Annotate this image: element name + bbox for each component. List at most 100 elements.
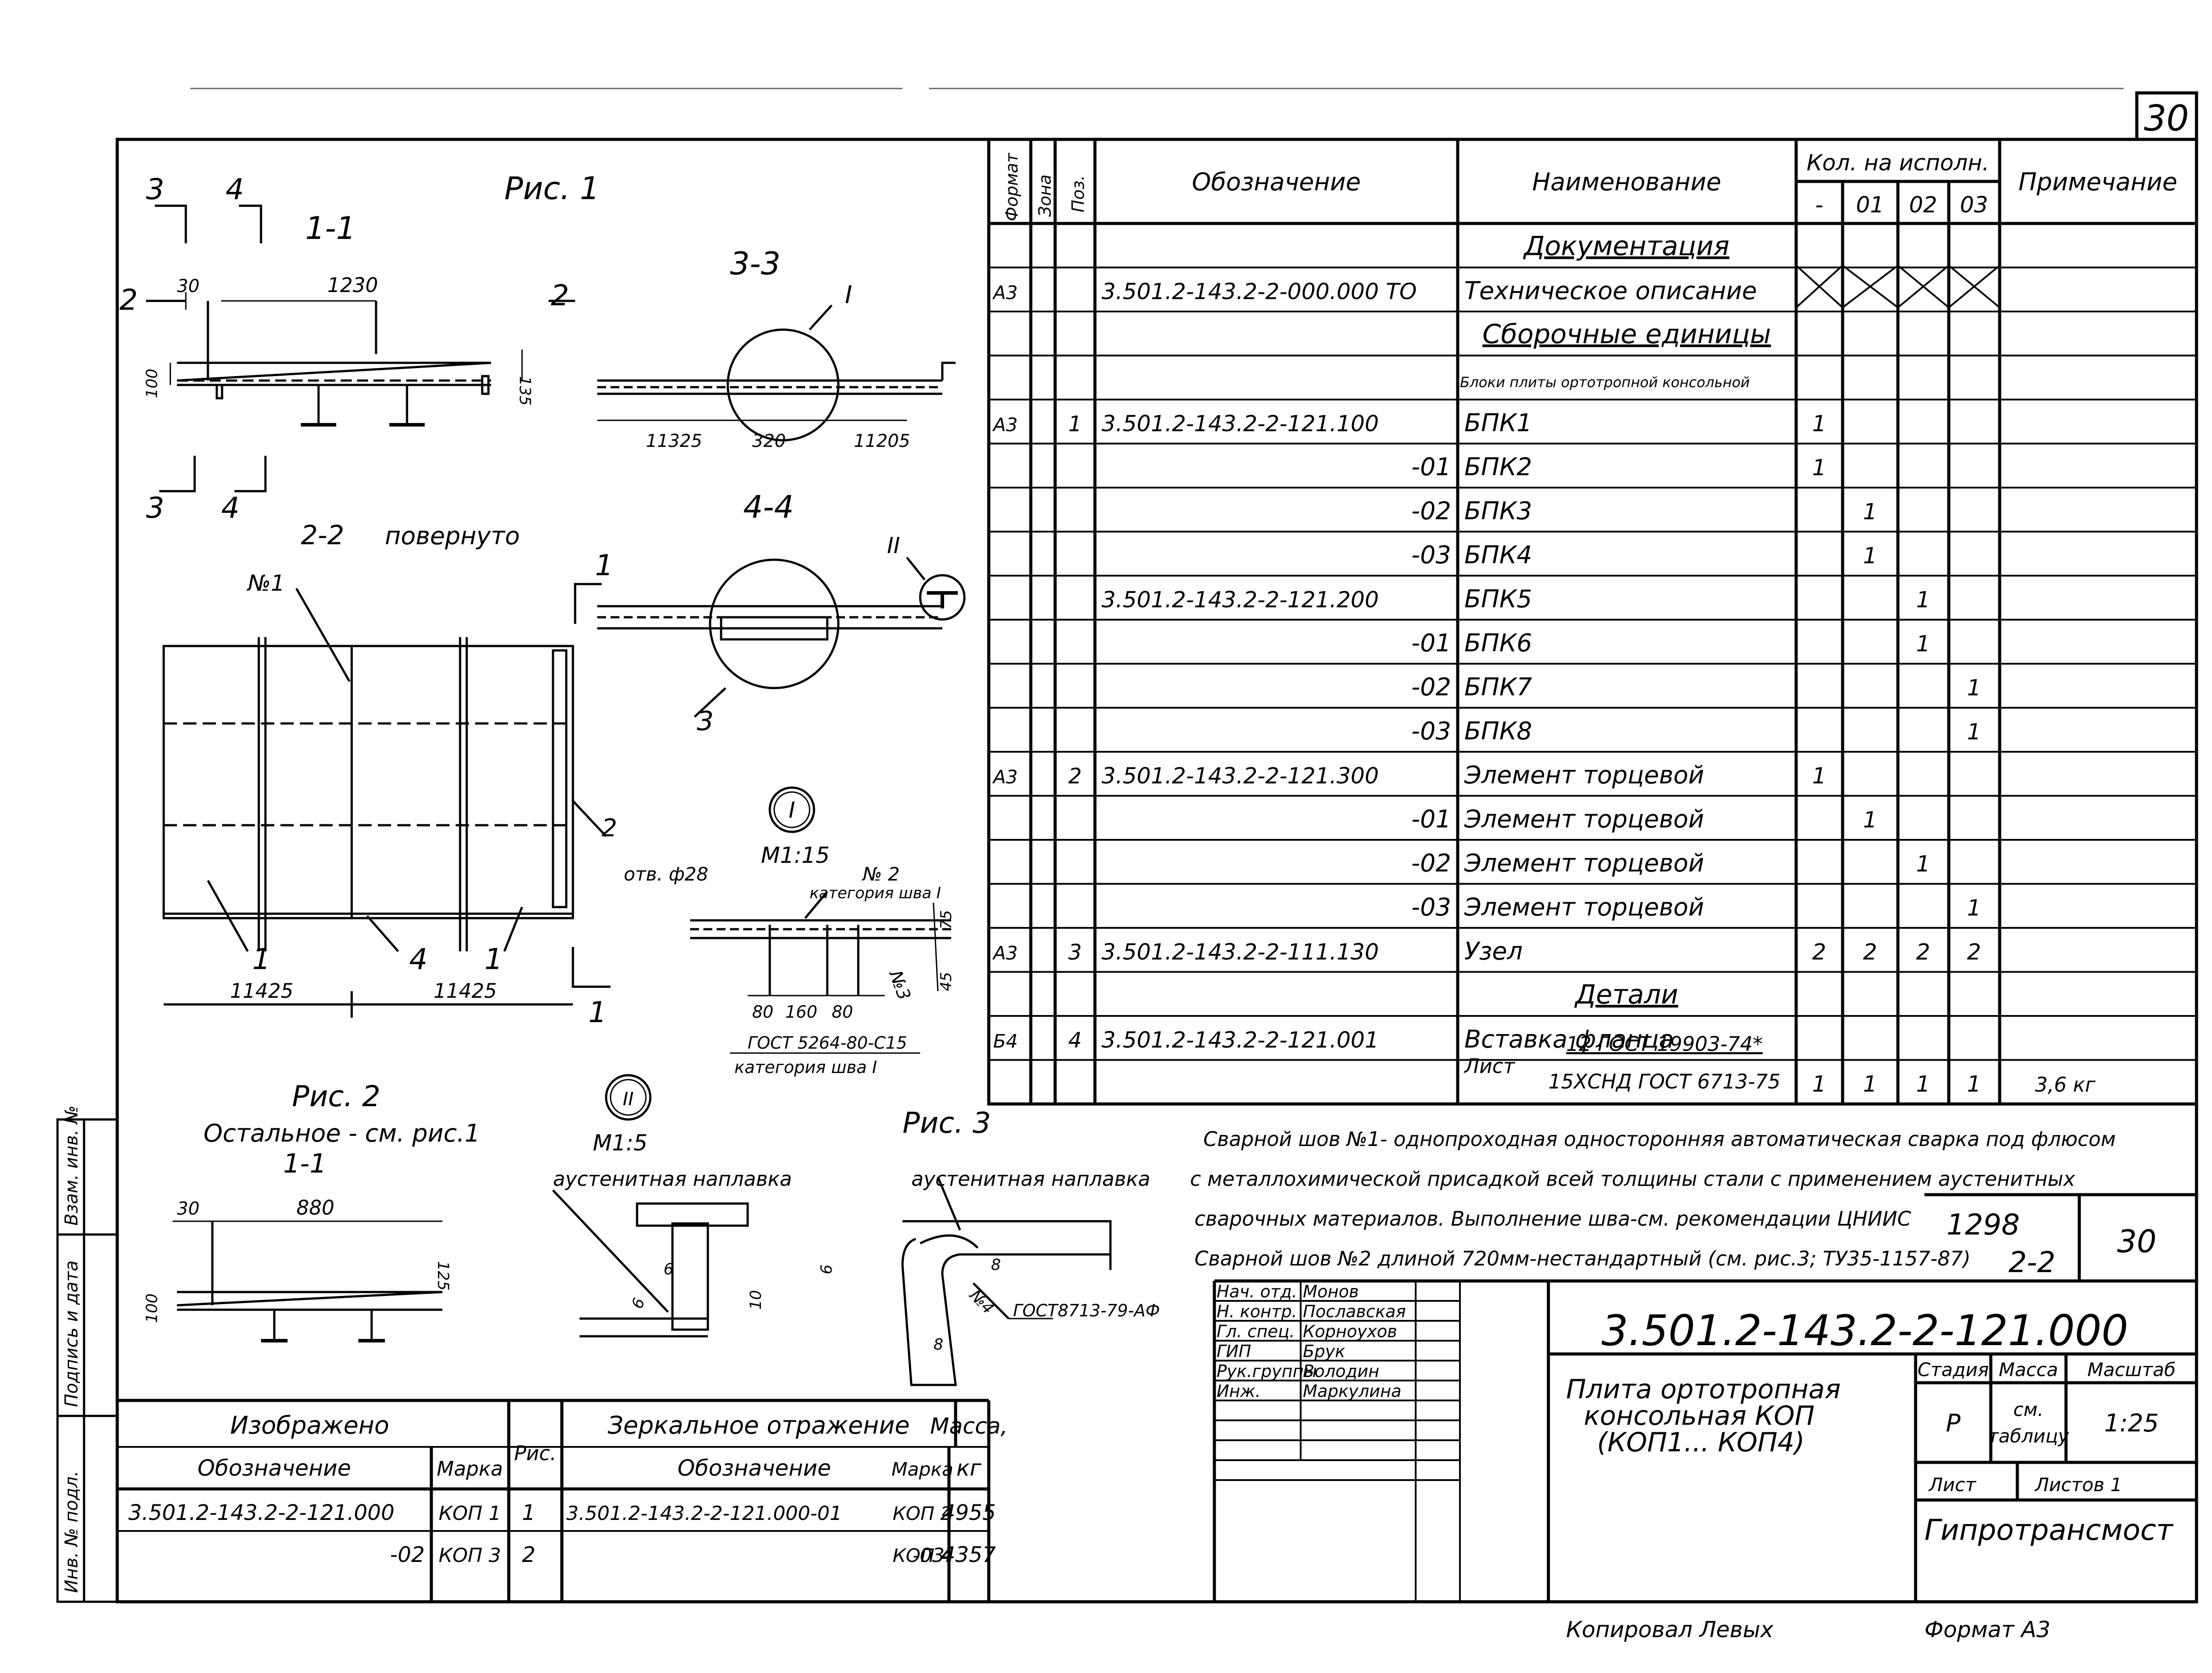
- staff-name: Корноухов: [1303, 1322, 1397, 1341]
- detail-II-scale: М1:5: [593, 1130, 648, 1156]
- spec-position-cell: 1: [1068, 412, 1082, 437]
- spec-designation-cell: 3.501.2-143.2-2-121.100: [1102, 411, 1379, 437]
- spec-format-cell: А3: [992, 282, 1018, 304]
- spec-col-qty-base: -: [1815, 192, 1823, 218]
- fig3-gost: ГОСТ8713-79-АФ: [1013, 1301, 1160, 1320]
- dimension-label: 45: [937, 972, 955, 991]
- footer-copied-by: Копировал Левых: [1566, 1617, 1774, 1642]
- spec-designation-cell: -02: [1411, 497, 1451, 525]
- spec-qty-cell: 1: [1916, 631, 1930, 657]
- side-stamp-grid: [56, 1118, 119, 1603]
- staff-role: Рук.группы: [1217, 1361, 1317, 1381]
- cut-mark-label: 4: [226, 173, 244, 206]
- spec-qty-cell: 1: [1863, 807, 1877, 833]
- spec-name-cell: БПК2: [1464, 453, 1532, 481]
- marks-mass: 4357: [942, 1542, 996, 1567]
- spec-designation-cell: 3.501.2-143.2-2-111.130: [1102, 939, 1379, 965]
- dimension-label: 11325: [646, 431, 702, 451]
- marks-header-mark-2: Марка: [891, 1458, 953, 1480]
- spec-qty-cell: 2: [1916, 939, 1930, 965]
- spec-qty-cell: 2: [1863, 939, 1877, 965]
- drawing-name-3: (КОП1... КОП4): [1597, 1427, 1805, 1458]
- staff-name: Брук: [1303, 1342, 1345, 1361]
- stamp-original-inv: Инв. № подл.: [61, 1471, 82, 1593]
- spec-qty-cell: 2: [1967, 939, 1981, 965]
- spec-format-cell: А3: [992, 766, 1018, 788]
- spec-name-cell: Элемент торцевой: [1464, 761, 1704, 789]
- spec-name-cell: БПК1: [1464, 409, 1532, 437]
- spec-section-heading: Сборочные единицы: [1482, 319, 1771, 350]
- spec-col-qty-03: 03: [1960, 192, 1988, 218]
- spec-name-cell: Техническое описание: [1464, 277, 1757, 305]
- node-I-callout: I: [845, 281, 852, 309]
- dimension-label: 125: [434, 1261, 452, 1291]
- sheet-number: 30: [2144, 98, 2189, 139]
- callout-label: 1: [252, 943, 270, 976]
- note-line-1: Сварной шов №1- однопроходная односторон…: [1203, 1127, 2116, 1151]
- dimension-label: 880: [296, 1196, 334, 1219]
- mass-header: Масса: [1999, 1359, 2058, 1381]
- qty-cross-marks: [1795, 265, 2001, 308]
- scale-value: 1:25: [2104, 1409, 2159, 1437]
- marks-header-mass: Масса,: [930, 1413, 1007, 1439]
- cut-mark-label: 1: [588, 996, 607, 1029]
- spec-name-cell: Элемент торцевой: [1464, 805, 1704, 833]
- detail-I-weld2-category: категория шва I: [810, 885, 941, 902]
- marks-header-designation: Обозначение: [198, 1455, 351, 1481]
- mass-value-2: таблицу: [1988, 1425, 2070, 1447]
- album-number-top: 1298: [1947, 1208, 2020, 1242]
- spec-designation-cell: -01: [1411, 629, 1451, 657]
- spec-designation-cell: -03: [1411, 893, 1451, 921]
- detail-I-gost: ГОСТ 5264-80-С15: [748, 1033, 907, 1053]
- section-1-1-label: 1-1: [283, 1148, 326, 1179]
- spec-name-cell: Элемент торцевой: [1464, 893, 1704, 921]
- section-3-3-label: 3-3: [730, 246, 780, 282]
- staff-role: Нач. отд.: [1217, 1282, 1297, 1301]
- dimension-label: 75: [937, 910, 955, 929]
- marks-mark: КОП 3: [439, 1544, 501, 1567]
- fig3-title: Рис. 3: [902, 1107, 991, 1140]
- dimension-label: 30: [177, 276, 200, 296]
- spec-qty-cell: 1: [1916, 851, 1930, 877]
- dimension-label: 6: [664, 1261, 673, 1278]
- spec-note-cell: 3,6 кг: [2035, 1073, 2096, 1096]
- cut-mark-label: 3: [146, 173, 164, 206]
- dimension-label: 320: [752, 431, 786, 451]
- figure-1: [146, 204, 1112, 1386]
- marks-mirror-mark: КОП 2: [893, 1503, 952, 1524]
- dimension-label: 8: [933, 1336, 943, 1354]
- spec-section-heading: Детали: [1574, 979, 1678, 1010]
- spec-position-cell: 4: [1068, 1028, 1082, 1053]
- dimension-label: 100: [143, 369, 161, 398]
- spec-qty-cell: 1: [1812, 455, 1826, 481]
- spec-designation-cell: -03: [1411, 717, 1451, 745]
- marks-mark: КОП 1: [439, 1502, 501, 1525]
- spec-name-cell: Блоки плиты ортотропной консольной: [1460, 374, 1750, 391]
- spec-col-pos: Поз.: [1068, 175, 1088, 212]
- spec-qty-cell: 1: [1812, 1071, 1826, 1097]
- material-top: 12 ГОСТ 19903-74*: [1566, 1032, 1763, 1056]
- spec-col-zone: Зона: [1035, 174, 1055, 217]
- dimension-label: 11425: [434, 979, 497, 1003]
- spec-qty-cell: 1: [1967, 675, 1981, 701]
- spec-qty-cell: 1: [1812, 411, 1826, 437]
- spec-table-grid: [987, 138, 2198, 1106]
- organization: Гипротрансмост: [1924, 1514, 2174, 1547]
- spec-designation-cell: 3.501.2-143.2-2-121.001: [1102, 1027, 1379, 1053]
- staff-role: ГИП: [1217, 1342, 1251, 1361]
- footer-format: Формат А3: [1924, 1617, 2051, 1642]
- spec-format-cell: А3: [992, 414, 1018, 436]
- spec-designation-cell: -02: [1411, 849, 1451, 877]
- cut-mark-label: 4: [221, 492, 239, 525]
- spec-col-note: Примечание: [2018, 168, 2177, 196]
- stage-header: Стадия: [1917, 1359, 1989, 1381]
- fig2-note: Остальное - см. рис.1: [204, 1119, 480, 1147]
- spec-col-name: Наименование: [1532, 168, 1721, 196]
- detail-I-category: категория шва I: [734, 1058, 877, 1077]
- marks-figure: 2: [522, 1542, 536, 1567]
- spec-qty-cell: 1: [1863, 1071, 1877, 1097]
- album-number-bottom: 2-2: [2008, 1246, 2055, 1279]
- spec-col-qty: Кол. на исполн.: [1807, 150, 1989, 176]
